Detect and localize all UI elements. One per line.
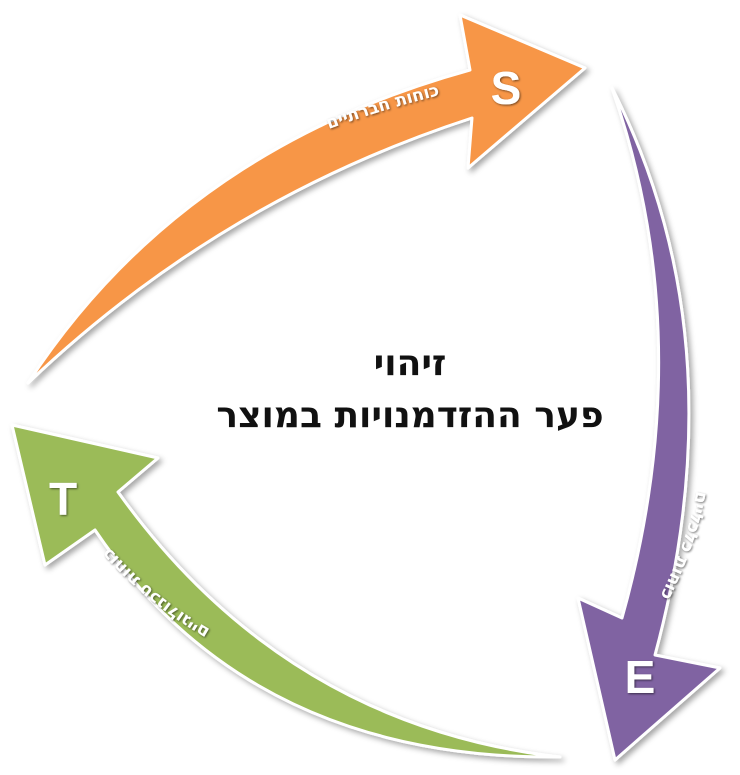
economic-forces-arrow [576,86,722,762]
social-arrow-shape [26,13,587,385]
center-title: זיהוי פער ההזדמנויות במוצר [100,338,720,442]
technological-arrow-shape [10,423,562,759]
social-letter: S [491,62,522,114]
technological-letter: T [49,473,77,525]
center-title-line-2: פער ההזדמנויות במוצר [216,395,604,436]
social-forces-arrow [26,13,587,385]
economic-letter: E [625,651,656,703]
economic-arrow-shape [576,86,722,762]
technological-forces-arrow [10,423,562,759]
center-title-line-1: זיהוי [373,343,447,384]
